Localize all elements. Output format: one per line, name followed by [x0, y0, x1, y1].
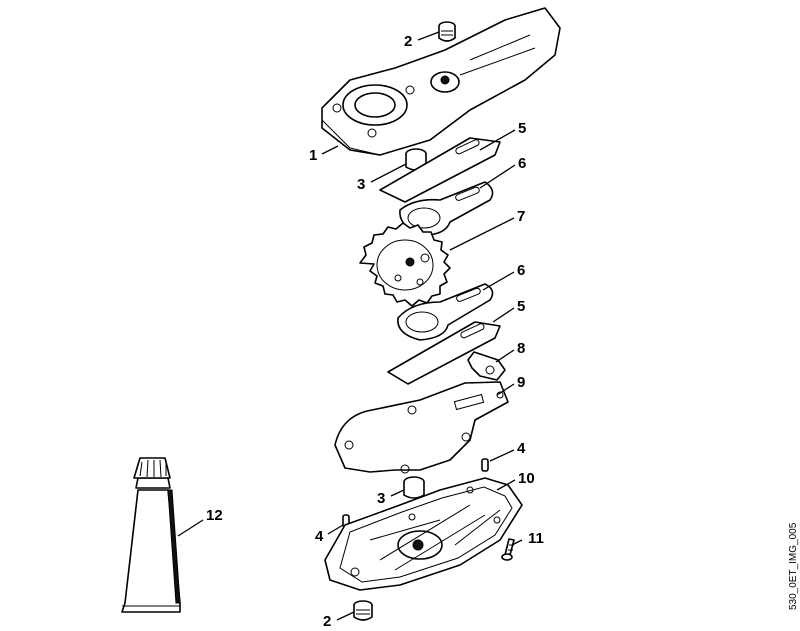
- callout-6-bottom: 6: [517, 262, 525, 279]
- callout-1: 1: [309, 147, 317, 164]
- part-1-gear-housing: [321, 7, 561, 156]
- part-8-guide-clip: [467, 351, 506, 381]
- callout-2-bottom: 2: [323, 613, 331, 630]
- leader-lines: [177, 31, 523, 621]
- callout-5-top: 5: [518, 120, 526, 137]
- part-3-sleeve-bottom: [403, 476, 425, 499]
- callout-7: 7: [517, 208, 525, 225]
- part-5-slide-plate-top: [379, 137, 501, 203]
- part-12-grease-tube: [121, 457, 181, 613]
- callout-6-top: 6: [518, 155, 526, 172]
- part-11-screw: [501, 538, 515, 561]
- callout-3-top: 3: [357, 176, 365, 193]
- callout-9: 9: [517, 374, 525, 391]
- part-2-screw-plug-top: [438, 21, 456, 42]
- part-5-slide-plate-bottom: [387, 321, 501, 385]
- callout-5-bottom: 5: [517, 298, 525, 315]
- callout-4-right: 4: [517, 440, 526, 457]
- callout-10: 10: [518, 470, 535, 487]
- callout-11: 11: [528, 530, 544, 547]
- part-2-screw-plug-bottom: [353, 600, 373, 621]
- callout-3-bottom: 3: [377, 490, 385, 507]
- part-10-gear-housing-cover: [324, 477, 523, 591]
- part-4-pin-right: [481, 458, 489, 472]
- part-6-thrust-washer-bottom: [397, 283, 494, 341]
- callout-labels: 1 2 3 5 6 7 6 5 8 9 4 10 3 11 4 12 2: [206, 33, 544, 630]
- callout-12: 12: [206, 507, 223, 524]
- part-9-gasket: [334, 381, 509, 474]
- callout-4-left: 4: [315, 528, 324, 545]
- callout-2-top: 2: [404, 33, 412, 50]
- part-7-spur-gear: [359, 222, 451, 307]
- reference-code: 530_0ET_IMG_005: [788, 522, 799, 610]
- callout-8: 8: [517, 340, 525, 357]
